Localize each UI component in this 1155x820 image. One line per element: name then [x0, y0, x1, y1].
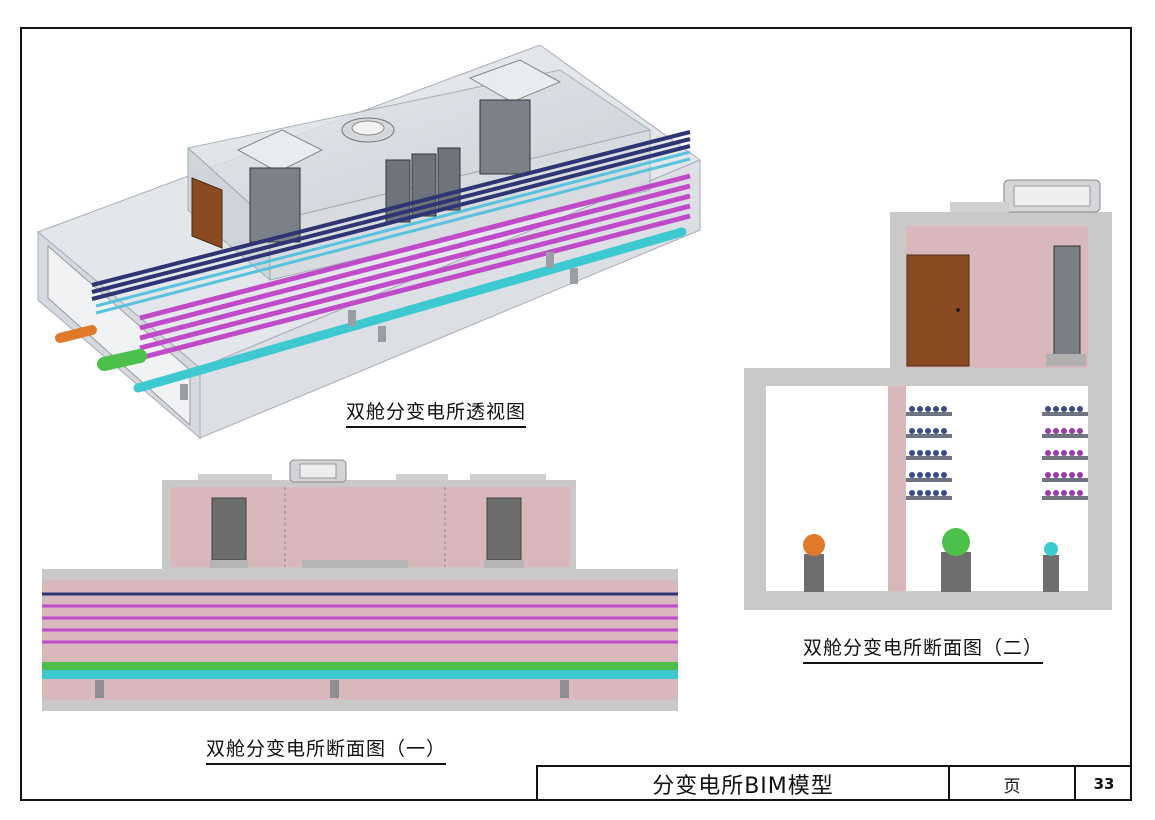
caption-section-2: 双舱分变电所断面图（二）	[803, 633, 1044, 664]
section2-pipe-orange	[803, 534, 825, 556]
section1-support	[560, 680, 569, 698]
section2-pipe-support	[1043, 555, 1059, 592]
section1-pipe-green	[42, 662, 678, 670]
section-view-2	[744, 179, 1112, 610]
roof-hatch-left	[236, 129, 324, 173]
section2-pipe-green	[942, 528, 970, 556]
switch-cabinet-right	[479, 99, 531, 175]
section2-pipe-cyan	[1044, 542, 1058, 556]
section2-roof-slab	[950, 202, 1010, 212]
perspective-cable-navy	[91, 130, 691, 301]
switch-cabinet-left	[249, 167, 301, 243]
title-block: 分变电所BIM模型 页 33	[536, 765, 1132, 801]
perspective-pipe-orange	[55, 325, 97, 343]
section1-door-left	[211, 497, 247, 561]
pipe-support	[546, 252, 554, 268]
perspective-cable-cyan	[95, 150, 691, 315]
drawing-frame	[20, 27, 1132, 801]
perspective-cable-magenta	[139, 173, 691, 361]
page-number: 33	[1093, 775, 1115, 793]
section1-cable-tray-lines	[42, 592, 678, 644]
section2-door-handle	[956, 308, 960, 312]
pipe-support	[180, 384, 188, 400]
section1-step	[302, 560, 408, 568]
section2-cables-right	[1045, 406, 1083, 496]
pipe-support	[378, 326, 386, 342]
section1-roof-slab	[396, 474, 448, 480]
section2-roof-fan-grille	[1013, 185, 1091, 207]
perspective-pipe-green	[97, 349, 147, 371]
section1-corridor-inner	[42, 580, 678, 700]
drawing-title: 分变电所BIM模型	[538, 767, 950, 801]
section1-fan-grille	[299, 463, 337, 479]
perspective-pipe-cyan	[133, 227, 687, 393]
page-label: 页	[950, 767, 1076, 801]
perspective-door	[191, 177, 223, 249]
caption-section-1: 双舱分变电所断面图（一）	[206, 734, 447, 765]
roof-hatch-right	[468, 59, 562, 103]
section1-step	[210, 560, 248, 568]
section1-roof-slab	[198, 474, 272, 480]
section-view-1	[42, 459, 678, 711]
section1-support	[95, 680, 104, 698]
section1-door-right	[486, 497, 522, 561]
section2-partition-wall	[888, 386, 906, 591]
section1-step	[484, 560, 524, 568]
section2-cabinet	[1053, 245, 1081, 357]
section2-cable-racks-right	[1042, 412, 1088, 500]
perspective-view	[37, 44, 702, 440]
section1-pipe-cyan	[42, 670, 678, 679]
section2-cabinet-base	[1046, 354, 1086, 366]
section1-roof-slab	[470, 474, 546, 480]
section1-support	[330, 680, 339, 698]
pipe-support	[348, 310, 356, 326]
pipe-support	[570, 268, 578, 284]
section2-cable-racks-left	[906, 412, 952, 500]
roof-ventilation-fan-inner	[351, 120, 385, 136]
caption-perspective: 双舱分变电所透视图	[346, 397, 527, 428]
section2-cables-left	[909, 406, 947, 496]
section2-pipe-support	[941, 552, 971, 592]
section2-pipe-support	[804, 554, 824, 592]
